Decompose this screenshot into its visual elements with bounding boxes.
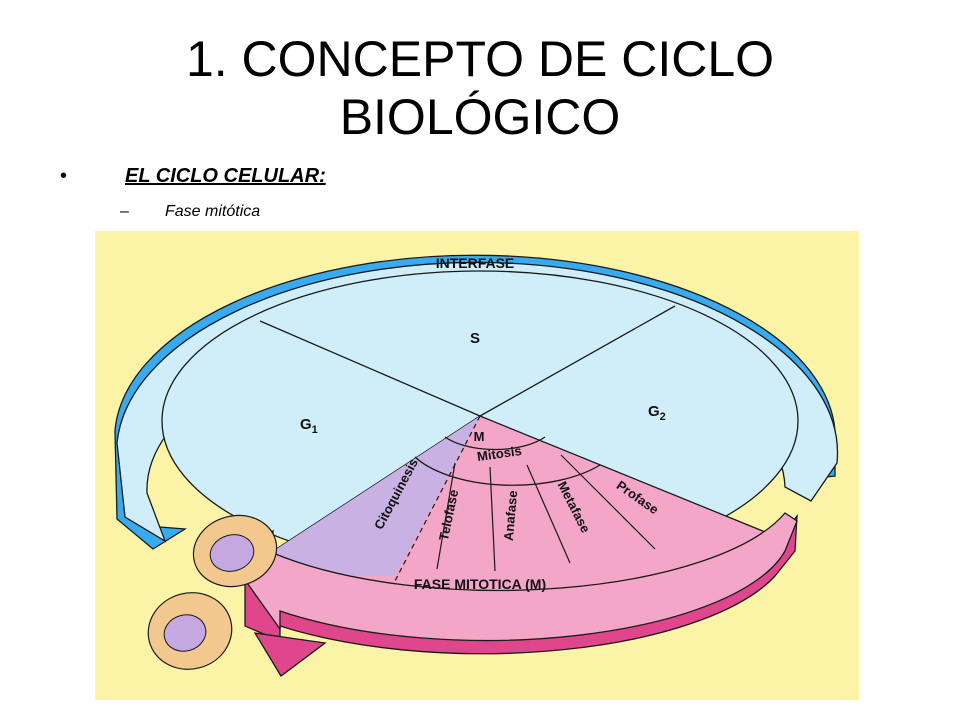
citoquinesis-sector xyxy=(235,416,480,576)
sub-bullet-dash: – xyxy=(120,203,129,220)
divider-g1-s xyxy=(259,320,481,417)
sub-bullet-text-fase-mitotica: Fase mitótica xyxy=(165,203,261,220)
cell-cycle-diagram: INTERFASE S G1 G2 M Mitosis Citoquinesis… xyxy=(95,231,859,700)
m-arc xyxy=(444,436,546,451)
slide-title: 1. CONCEPTO DE CICLO BIOLÓGICO xyxy=(80,30,880,146)
label-mitosis: Mitosis xyxy=(476,443,522,464)
fase-mitotica-arrow xyxy=(234,512,798,642)
nucleus-upper xyxy=(209,534,255,572)
label-anafase: Anafase xyxy=(501,490,520,542)
nucleus-lower xyxy=(163,614,207,652)
divider-anafase xyxy=(489,466,496,572)
bullet-dot: • xyxy=(60,165,68,187)
label-g2-letter: G xyxy=(648,403,660,420)
cell-cycle-svg: INTERFASE S G1 G2 M Mitosis Citoquinesis… xyxy=(95,231,859,700)
label-g1-sub: 1 xyxy=(312,424,318,436)
label-g1: G1 xyxy=(300,416,318,436)
label-g2: G2 xyxy=(648,403,666,423)
bullet-text-ciclo-celular: EL CICLO CELULAR: xyxy=(125,165,326,187)
title-line-1: 1. CONCEPTO DE CICLO xyxy=(185,31,775,87)
label-s: S xyxy=(470,330,480,347)
label-g1-letter: G xyxy=(300,416,312,433)
divider-citoquinesis xyxy=(394,415,481,582)
arrow-tip-lower xyxy=(253,632,327,677)
divider-telofase xyxy=(436,462,456,570)
divider-profase xyxy=(560,454,656,550)
label-g2-sub: 2 xyxy=(660,411,666,423)
label-m: M xyxy=(474,429,485,444)
divider-metafase xyxy=(526,464,571,564)
label-fase-mitotica: FASE MITOTICA (M) xyxy=(414,576,546,592)
title-line-2: BIOLÓGICO xyxy=(339,89,621,145)
label-interfase: INTERFASE xyxy=(436,255,515,271)
divider-s-g2 xyxy=(479,305,676,417)
mitosis-arc xyxy=(414,456,601,486)
